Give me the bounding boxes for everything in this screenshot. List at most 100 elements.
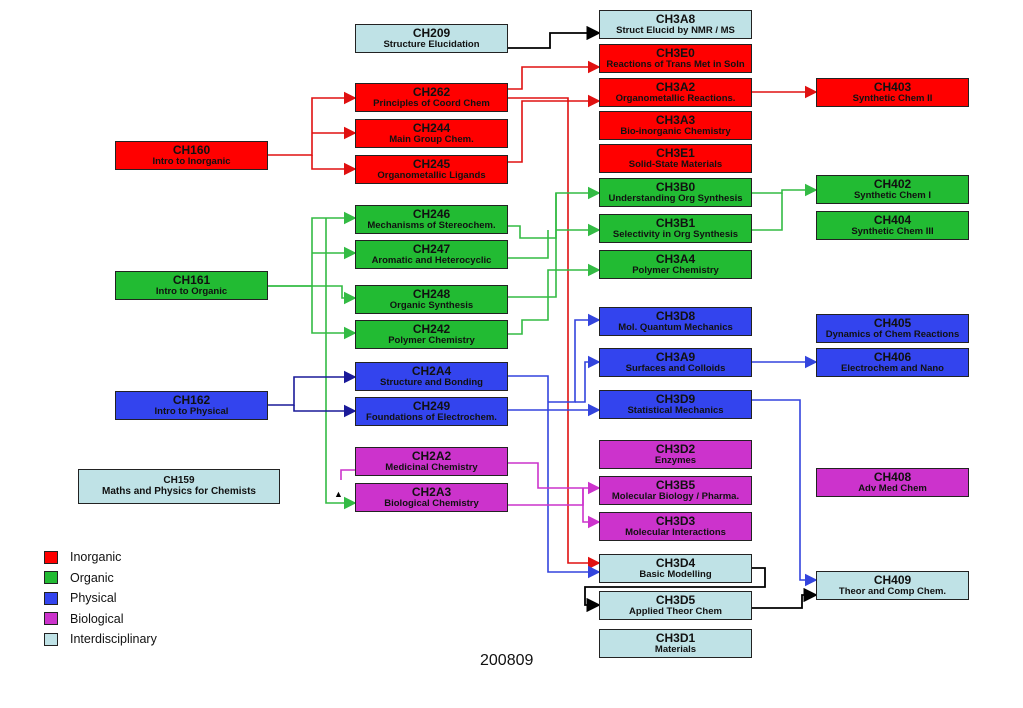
course-title: Intro to Organic [155, 285, 228, 297]
course-ch160[interactable]: CH160 Intro to Inorganic [115, 141, 268, 170]
course-ch406[interactable]: CH406 Electrochem and Nano [816, 348, 969, 377]
course-ch3a9[interactable]: CH3A9 Surfaces and Colloids [599, 348, 752, 377]
course-ch159[interactable]: CH159 Maths and Physics for Chemists [78, 469, 280, 504]
course-ch3d5[interactable]: CH3D5 Applied Theor Chem [599, 591, 752, 620]
course-code: CH161 [172, 273, 211, 288]
course-code: CH402 [873, 177, 912, 192]
course-ch245[interactable]: CH245 Organometallic Ligands [355, 155, 508, 184]
course-ch3a4[interactable]: CH3A4 Polymer Chemistry [599, 250, 752, 279]
course-title: Organometallic Ligands [377, 169, 486, 181]
year-label: 200809 [480, 652, 534, 669]
course-ch248[interactable]: CH248 Organic Synthesis [355, 285, 508, 314]
course-title: Biological Chemistry [384, 497, 479, 509]
course-code: CH2A3 [411, 485, 452, 500]
legend-swatch [44, 632, 58, 646]
course-ch3d8[interactable]: CH3D8 Mol. Quantum Mechanics [599, 307, 752, 336]
course-code: CH3D9 [655, 392, 696, 407]
course-code: CH3D4 [655, 556, 696, 571]
course-code: CH3A9 [655, 350, 696, 365]
course-title: Applied Theor Chem [629, 605, 722, 617]
course-code: CH3A8 [655, 12, 696, 27]
course-ch249[interactable]: CH249 Foundations of Electrochem. [355, 397, 508, 426]
course-title: Selectivity in Org Synthesis [612, 228, 739, 240]
course-ch262[interactable]: CH262 Principles of Coord Chem [355, 83, 508, 112]
course-ch3e0[interactable]: CH3E0 Reactions of Trans Met in Soln [599, 44, 752, 73]
course-ch409[interactable]: CH409 Theor and Comp Chem. [816, 571, 969, 600]
course-title: Struct Elucid by NMR / MS [616, 24, 735, 36]
course-ch244[interactable]: CH244 Main Group Chem. [355, 119, 508, 148]
course-code: CH247 [412, 242, 451, 257]
course-code: CH262 [412, 85, 451, 100]
course-ch247[interactable]: CH247 Aromatic and Heterocyclic [355, 240, 508, 269]
course-code: CH162 [172, 393, 211, 408]
course-code: CH246 [412, 207, 451, 222]
legend-item-interdisciplinary: Interdisciplinary [44, 629, 157, 650]
legend-label: Biological [70, 611, 124, 626]
course-ch3a8[interactable]: CH3A8 Struct Elucid by NMR / MS [599, 10, 752, 39]
course-code: CH3B1 [655, 216, 696, 231]
course-ch2a2[interactable]: CH2A2 Medicinal Chemistry [355, 447, 508, 476]
course-title: Theor and Comp Chem. [838, 585, 947, 597]
course-title: Mechanisms of Stereochem. [367, 219, 496, 231]
course-code: CH244 [412, 121, 451, 136]
course-ch209[interactable]: CH209 Structure Elucidation [355, 24, 508, 53]
course-title: Reactions of Trans Met in Soln [606, 58, 745, 70]
biological-arrows [340, 462, 601, 529]
course-code: CH248 [412, 287, 451, 302]
course-ch242[interactable]: CH242 Polymer Chemistry [355, 320, 508, 349]
course-title: Materials [654, 643, 697, 655]
course-code: CH3D1 [655, 631, 696, 646]
course-ch3d2[interactable]: CH3D2 Enzymes [599, 440, 752, 469]
course-ch405[interactable]: CH405 Dynamics of Chem Reactions [816, 314, 969, 343]
course-code: CH3B5 [655, 478, 696, 493]
course-code: CH2A2 [411, 449, 452, 464]
course-ch3d4[interactable]: CH3D4 Basic Modelling [599, 554, 752, 583]
physical-intro-arrows [268, 370, 357, 418]
course-code: CH242 [412, 322, 451, 337]
course-title: Electrochem and Nano [841, 362, 944, 374]
legend-item-physical: Physical [44, 588, 157, 609]
course-title: Molecular Interactions [625, 526, 726, 538]
course-ch3b0[interactable]: CH3B0 Understanding Org Synthesis [599, 178, 752, 207]
course-ch3e1[interactable]: CH3E1 Solid-State Materials [599, 144, 752, 173]
course-ch3a3[interactable]: CH3A3 Bio-inorganic Chemistry [599, 111, 752, 140]
legend-label: Inorganic [70, 550, 122, 565]
course-title: Intro to Inorganic [152, 155, 231, 167]
course-title: Solid-State Materials [628, 158, 723, 170]
course-ch3d9[interactable]: CH3D9 Statistical Mechanics [599, 390, 752, 419]
course-ch404[interactable]: CH404 Synthetic Chem III [816, 211, 969, 240]
course-title: Principles of Coord Chem [373, 97, 490, 109]
course-ch402[interactable]: CH402 Synthetic Chem I [816, 175, 969, 204]
course-ch3a2[interactable]: CH3A2 Organometallic Reactions. [599, 78, 752, 107]
course-code: CH3A2 [655, 80, 696, 95]
course-ch408[interactable]: CH408 Adv Med Chem [816, 468, 969, 497]
course-ch161[interactable]: CH161 Intro to Organic [115, 271, 268, 300]
course-title: Polymer Chemistry [388, 334, 475, 346]
course-ch3b5[interactable]: CH3B5 Molecular Biology / Pharma. [599, 476, 752, 505]
course-code: CH404 [873, 213, 912, 228]
course-title: Synthetic Chem II [852, 92, 933, 104]
course-ch2a3[interactable]: CH2A3 Biological Chemistry [355, 483, 508, 512]
course-ch3b1[interactable]: CH3B1 Selectivity in Org Synthesis [599, 214, 752, 243]
course-ch3d3[interactable]: CH3D3 Molecular Interactions [599, 512, 752, 541]
course-ch2a4[interactable]: CH2A4 Structure and Bonding [355, 362, 508, 391]
course-title: Main Group Chem. [389, 133, 474, 145]
course-title: Enzymes [654, 454, 697, 466]
course-title: Polymer Chemistry [632, 264, 719, 276]
course-ch246[interactable]: CH246 Mechanisms of Stereochem. [355, 205, 508, 234]
triangle-marker-icon: ▲ [334, 489, 343, 499]
course-ch3d1[interactable]: CH3D1 Materials [599, 629, 752, 658]
legend-label: Organic [70, 570, 114, 585]
course-code: CH406 [873, 350, 912, 365]
course-ch403[interactable]: CH403 Synthetic Chem II [816, 78, 969, 107]
course-title: Foundations of Electrochem. [366, 411, 497, 423]
course-code: CH245 [412, 157, 451, 172]
course-code: CH405 [873, 316, 912, 331]
course-title: Structure Elucidation [383, 38, 480, 50]
legend-swatch [44, 550, 58, 564]
course-ch162[interactable]: CH162 Intro to Physical [115, 391, 268, 420]
course-title: Aromatic and Heterocyclic [371, 254, 492, 266]
course-title: Molecular Biology / Pharma. [611, 490, 740, 502]
legend-swatch [44, 612, 58, 626]
